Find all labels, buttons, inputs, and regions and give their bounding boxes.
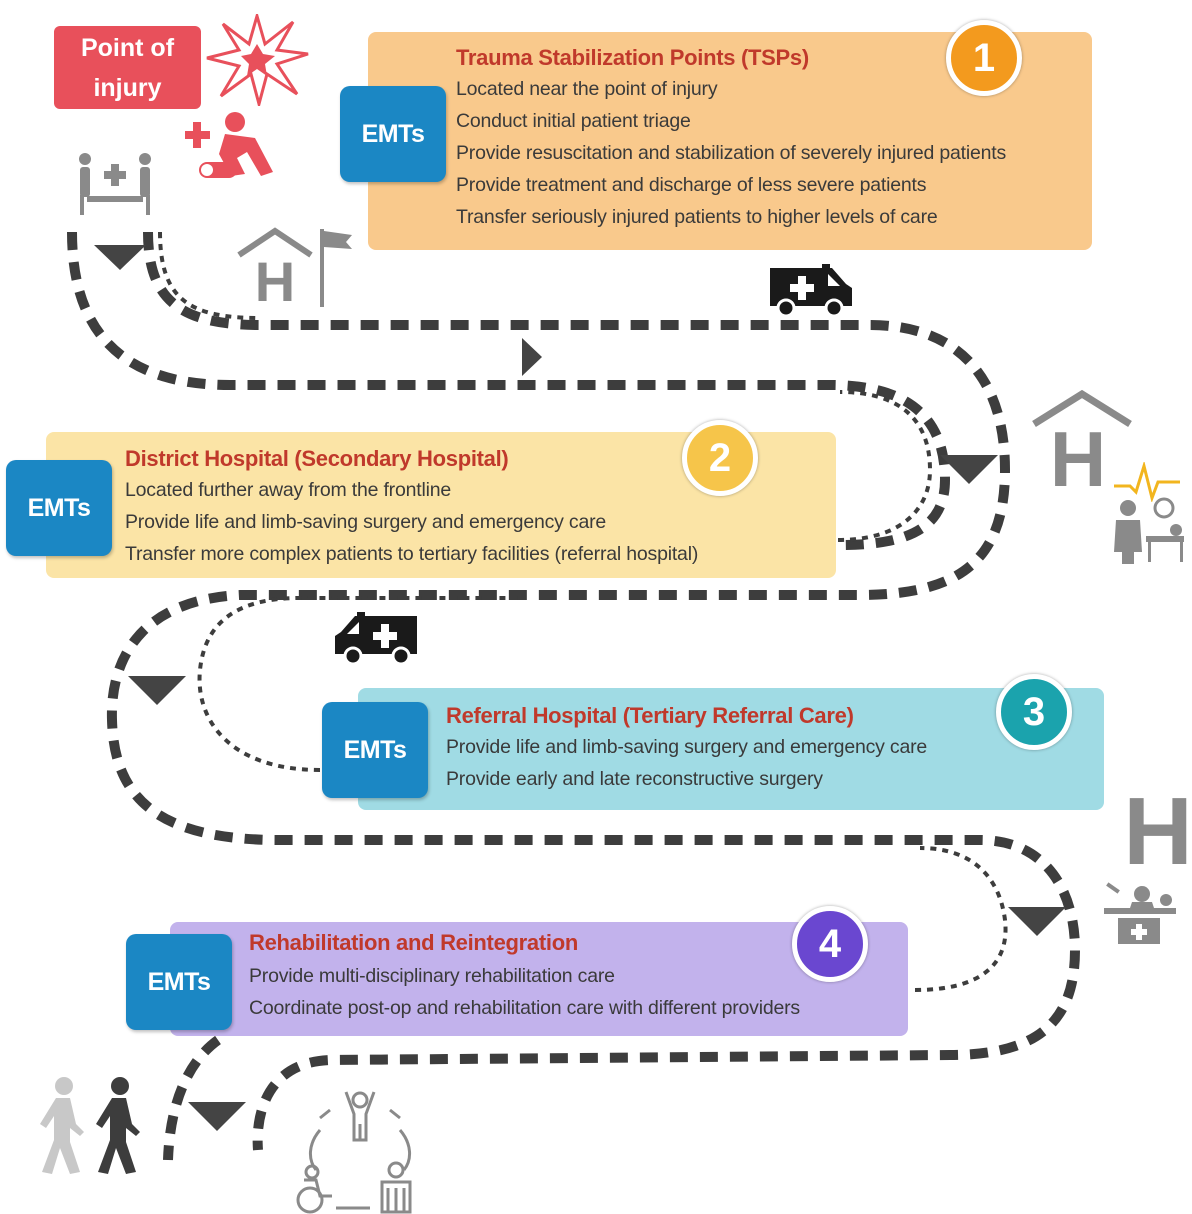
stage-line: Coordinate post-op and rehabilitation ca… [249, 997, 800, 1019]
stage-line: Transfer seriously injured patients to h… [456, 206, 938, 228]
stage-line: Conduct initial patient triage [456, 110, 691, 132]
stage-number-badge: 2 [682, 420, 758, 496]
stage-box-3: Referral Hospital (Tertiary Referral Car… [358, 688, 1104, 810]
emt-badge: EMTs [6, 460, 112, 556]
emt-badge: EMTs [126, 934, 232, 1030]
stage-lines: Provide life and limb-saving surgery and… [446, 731, 927, 795]
stage-title: District Hospital (Secondary Hospital) [125, 446, 509, 471]
svg-text:H: H [1123, 780, 1192, 870]
stage-number-badge: 4 [792, 906, 868, 982]
point-of-injury-line2: injury [93, 74, 162, 102]
arrow-down [1008, 907, 1066, 936]
stage-number-badge: 1 [946, 20, 1022, 96]
stage-line: Located near the point of injury [456, 78, 718, 100]
hospital-icon: H [1123, 780, 1192, 870]
walking-people-icon [40, 1077, 140, 1174]
explosion-icon [206, 14, 309, 106]
point-of-injury-line1: Point of [80, 34, 175, 62]
hospital-icon: H [1032, 389, 1132, 492]
svg-text:H: H [255, 250, 295, 305]
ambulance-icon [770, 264, 852, 318]
surgery-icon [1104, 882, 1176, 944]
emt-badge: EMTs [340, 86, 446, 182]
field-hospital-icon: H [237, 227, 313, 305]
stage-line: Provide treatment and discharge of less … [456, 174, 927, 196]
emt-badge: EMTs [322, 702, 428, 798]
pathway-inner-5 [163, 1035, 222, 1161]
stage-title: Referral Hospital (Tertiary Referral Car… [446, 703, 854, 728]
stage-lines: Provide multi-disciplinary rehabilitatio… [249, 960, 800, 1024]
pathway-outer-2 [106, 231, 1081, 1151]
stage-line: Located further away from the frontline [125, 479, 452, 501]
stage-title: Trauma Stabilization Points (TSPs) [456, 45, 809, 70]
stage-title: Rehabilitation and Reintegration [249, 930, 578, 955]
pathway-inner [158, 231, 261, 320]
arrow-right [522, 338, 542, 376]
point-of-injury-label: Point of injury [54, 26, 201, 109]
stage-line: Provide multi-disciplinary rehabilitatio… [249, 965, 615, 987]
svg-text:H: H [1050, 415, 1106, 492]
flag-icon [320, 229, 352, 307]
doctor-patient-icon [1114, 497, 1184, 564]
stage-line: Provide early and late reconstructive su… [446, 768, 823, 790]
stretcher-icon [79, 153, 151, 215]
pathway-inner-4 [914, 846, 1008, 992]
pathway-outer [67, 231, 951, 550]
stage-number-badge: 3 [996, 674, 1072, 750]
cpr-icon [185, 112, 273, 178]
arrow-down [94, 245, 146, 270]
stage-line: Provide life and limb-saving surgery and… [125, 511, 607, 533]
pathway-inner-2 [837, 390, 933, 542]
heartbeat-icon [1114, 462, 1180, 502]
arrow-down [940, 455, 998, 484]
stage-line: Provide life and limb-saving surgery and… [446, 736, 928, 758]
stage-line: Transfer more complex patients to tertia… [125, 543, 699, 565]
stage-box-4: Rehabilitation and Reintegration Provide… [170, 922, 908, 1036]
stage-lines: Located further away from the frontline … [125, 474, 698, 570]
arrow-down [128, 676, 186, 705]
rehabilitation-icon [296, 1091, 412, 1214]
stage-lines: Located near the point of injury Conduct… [456, 73, 1006, 233]
stage-line: Provide resuscitation and stabilization … [456, 142, 1007, 164]
ambulance-icon [335, 612, 417, 666]
arrow-down [188, 1102, 246, 1131]
